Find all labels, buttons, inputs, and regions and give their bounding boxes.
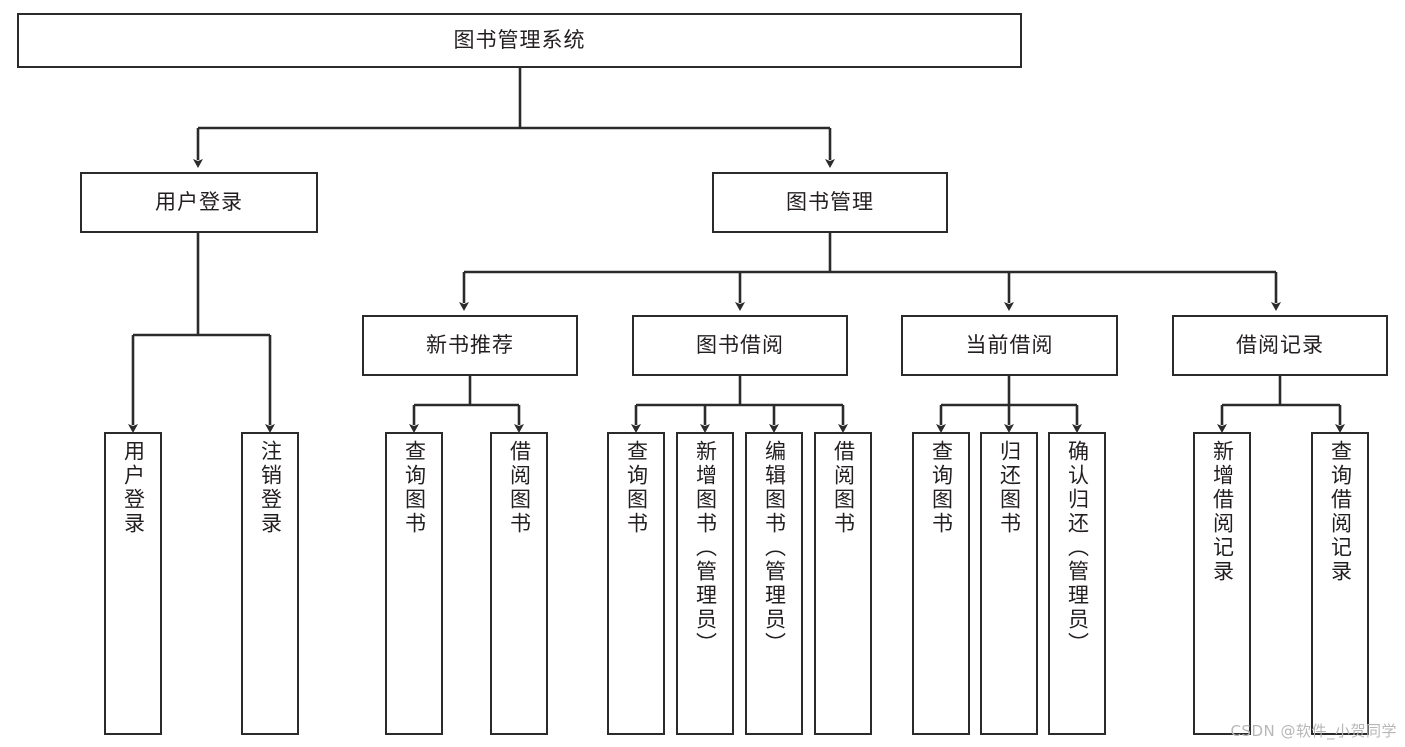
node-leaf-user-login[interactable]: 用户登录 (104, 432, 162, 735)
node-borrow-record[interactable]: 借阅记录 (1172, 315, 1388, 376)
node-leaf-edit-book[interactable]: 编辑图书（管理员） (745, 432, 803, 735)
node-leaf-borrow-book-2-label: 借阅图书 (831, 440, 856, 536)
node-leaf-borrow-book-1-label: 借阅图书 (507, 440, 532, 536)
node-leaf-borrow-book-1[interactable]: 借阅图书 (490, 432, 548, 735)
node-leaf-confirm-return[interactable]: 确认归还（管理员） (1048, 432, 1106, 735)
node-leaf-query-book-2[interactable]: 查询图书 (607, 432, 665, 735)
node-leaf-return-book-label: 归还图书 (997, 440, 1022, 536)
node-leaf-return-book[interactable]: 归还图书 (980, 432, 1038, 735)
node-leaf-edit-book-label: 编辑图书（管理员） (762, 440, 787, 656)
node-leaf-add-book-label: 新增图书（管理员） (693, 440, 718, 656)
node-root[interactable]: 图书管理系统 (17, 13, 1022, 68)
node-user-login-label: 用户登录 (155, 189, 243, 214)
node-book-borrow-label: 图书借阅 (696, 332, 784, 357)
node-leaf-query-book-1[interactable]: 查询图书 (385, 432, 443, 735)
node-book-borrow[interactable]: 图书借阅 (632, 315, 848, 376)
node-leaf-add-record-label: 新增借阅记录 (1210, 440, 1235, 584)
node-leaf-query-book-3-label: 查询图书 (929, 440, 954, 536)
node-leaf-user-logout[interactable]: 注销登录 (241, 432, 299, 735)
node-current-borrow[interactable]: 当前借阅 (901, 315, 1118, 376)
node-borrow-record-label: 借阅记录 (1236, 332, 1324, 357)
node-user-login[interactable]: 用户登录 (80, 172, 318, 233)
node-leaf-user-login-label: 用户登录 (121, 440, 146, 536)
node-leaf-query-book-1-label: 查询图书 (402, 440, 427, 536)
node-leaf-query-book-3[interactable]: 查询图书 (912, 432, 970, 735)
node-leaf-add-record[interactable]: 新增借阅记录 (1193, 432, 1251, 735)
node-leaf-query-book-2-label: 查询图书 (624, 440, 649, 536)
node-new-book-rec[interactable]: 新书推荐 (362, 315, 578, 376)
node-leaf-confirm-return-label: 确认归还（管理员） (1065, 440, 1090, 656)
node-book-manage-label: 图书管理 (786, 189, 874, 214)
node-leaf-query-record[interactable]: 查询借阅记录 (1311, 432, 1369, 735)
node-book-manage[interactable]: 图书管理 (712, 172, 948, 233)
node-current-borrow-label: 当前借阅 (965, 332, 1054, 357)
node-leaf-query-record-label: 查询借阅记录 (1328, 440, 1353, 584)
node-new-book-rec-label: 新书推荐 (426, 332, 514, 357)
watermark-text: CSDN @软件_小贺同学 (1230, 722, 1397, 740)
node-leaf-borrow-book-2[interactable]: 借阅图书 (814, 432, 872, 735)
node-leaf-add-book[interactable]: 新增图书（管理员） (676, 432, 734, 735)
node-leaf-user-logout-label: 注销登录 (258, 440, 283, 536)
node-root-label: 图书管理系统 (453, 27, 586, 52)
